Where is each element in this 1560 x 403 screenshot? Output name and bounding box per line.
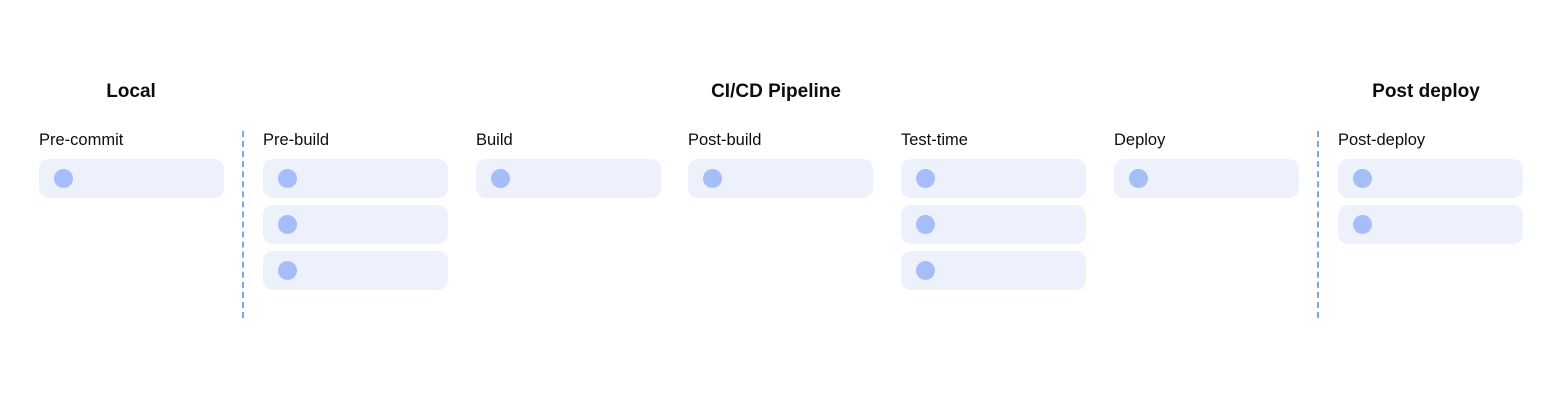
- stage-item-card: [901, 159, 1086, 198]
- stage-item-card: [901, 205, 1086, 244]
- circle-icon: [1353, 215, 1372, 234]
- stage-item-card: [39, 159, 224, 198]
- stage-label: Post-build: [688, 131, 762, 149]
- stage-label: Post-deploy: [1338, 131, 1426, 149]
- stage-item-card: [1338, 205, 1523, 244]
- stage-item-card: [688, 159, 873, 198]
- stage-deploy: Deploy: [1114, 130, 1299, 205]
- group-title-local: Local: [106, 81, 156, 102]
- circle-icon: [703, 169, 722, 188]
- divider-pipeline-post-deploy: [1317, 131, 1319, 318]
- circle-icon: [54, 169, 73, 188]
- stage-post-build: Post-build: [688, 130, 873, 205]
- stage-pre-build: Pre-build: [263, 130, 448, 297]
- stage-label: Pre-commit: [39, 131, 124, 149]
- stage-item-card: [1114, 159, 1299, 198]
- stage-post-deploy: Post-deploy: [1338, 130, 1523, 251]
- stage-item-card: [263, 251, 448, 290]
- circle-icon: [278, 261, 297, 280]
- stage-pre-commit: Pre-commit: [39, 130, 224, 205]
- circle-icon: [916, 215, 935, 234]
- stage-item-card: [1338, 159, 1523, 198]
- stage-label: Pre-build: [263, 131, 330, 149]
- circle-icon: [916, 169, 935, 188]
- circle-icon: [916, 261, 935, 280]
- stage-item-card: [263, 159, 448, 198]
- stage-item-card: [476, 159, 661, 198]
- group-title-pipeline: CI/CD Pipeline: [711, 81, 841, 102]
- stage-item-card: [263, 205, 448, 244]
- stage-label: Build: [476, 131, 513, 149]
- stage-build: Build: [476, 130, 661, 205]
- group-title-post-deploy: Post deploy: [1372, 81, 1480, 102]
- circle-icon: [278, 215, 297, 234]
- circle-icon: [1353, 169, 1372, 188]
- divider-local-pipeline: [242, 131, 244, 318]
- stage-label: Test-time: [901, 131, 968, 149]
- stage-item-card: [901, 251, 1086, 290]
- stage-test-time: Test-time: [901, 130, 1086, 297]
- circle-icon: [491, 169, 510, 188]
- circle-icon: [278, 169, 297, 188]
- circle-icon: [1129, 169, 1148, 188]
- stage-label: Deploy: [1114, 131, 1166, 149]
